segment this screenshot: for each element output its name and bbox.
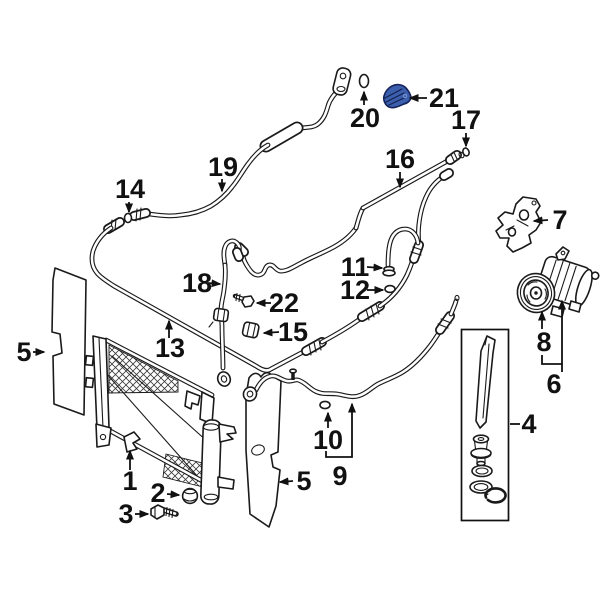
callout-4-label: 4 bbox=[521, 409, 536, 439]
callout-13-label: 13 bbox=[155, 333, 185, 363]
clip-15 bbox=[241, 321, 260, 339]
callout-21-label: 21 bbox=[429, 83, 459, 113]
tube-16-end-fitting bbox=[445, 150, 465, 165]
tube-19 bbox=[129, 67, 352, 222]
callout-3-label: 3 bbox=[118, 499, 133, 529]
leader-2 bbox=[166, 490, 181, 499]
o-ring-17 bbox=[462, 147, 470, 157]
bracket-7 bbox=[495, 196, 542, 253]
callout-15-label: 15 bbox=[278, 317, 308, 347]
condenser-tab-lower bbox=[217, 476, 235, 490]
highlighted-part-21[interactable] bbox=[382, 83, 412, 109]
leader-5-right bbox=[278, 477, 294, 486]
kit-blade bbox=[475, 335, 496, 429]
pipe-11 bbox=[382, 226, 421, 277]
o-ring-20 bbox=[358, 73, 370, 89]
callout-12-label: 12 bbox=[340, 275, 370, 305]
receiver-drier bbox=[200, 419, 222, 505]
leader-18 bbox=[207, 279, 222, 288]
o-ring-14 bbox=[123, 212, 133, 224]
hose-9-tip-ring bbox=[454, 294, 460, 302]
tube-13 bbox=[89, 217, 327, 373]
o-ring-12 bbox=[384, 284, 396, 294]
callout-leaders bbox=[33, 90, 566, 518]
kit-valve bbox=[470, 434, 492, 467]
bolt-3 bbox=[150, 504, 179, 520]
leader-9-bracket bbox=[325, 402, 356, 458]
leader-15 bbox=[262, 328, 280, 337]
grommet-2 bbox=[181, 487, 199, 505]
kit-snap-ring bbox=[484, 487, 507, 504]
kit-o-ring-large bbox=[469, 480, 493, 494]
leader-7 bbox=[532, 216, 549, 225]
callout-22-label: 22 bbox=[269, 288, 299, 318]
callout-9-label: 9 bbox=[332, 461, 347, 491]
callout-7-label: 7 bbox=[552, 205, 567, 235]
callout-5-left-label: 5 bbox=[16, 337, 31, 367]
condenser-tab-upper bbox=[218, 423, 237, 443]
condenser-foot bbox=[95, 423, 112, 448]
tube-19-fitting bbox=[129, 207, 151, 222]
compressor-top-fitting bbox=[555, 246, 570, 261]
callout-11-label: 11 bbox=[341, 252, 370, 282]
compressor-6 bbox=[516, 246, 600, 318]
callout-8-label: 8 bbox=[536, 327, 551, 357]
hose-crimp-b bbox=[409, 240, 424, 264]
hose-upper-cap bbox=[439, 168, 454, 181]
callout-14-label: 14 bbox=[115, 174, 145, 204]
condenser-corner-bracket bbox=[184, 390, 201, 410]
tube-18-clamp bbox=[212, 307, 230, 323]
hose-9-eyelet bbox=[242, 386, 258, 402]
callout-17-label: 17 bbox=[451, 105, 481, 135]
seal-panel-5-right bbox=[245, 371, 282, 528]
callout-1-label: 1 bbox=[122, 466, 137, 496]
callout-2-label: 2 bbox=[150, 478, 165, 508]
leader-11 bbox=[366, 263, 384, 272]
kit-box-4 bbox=[460, 328, 510, 522]
highlight-dimple bbox=[402, 93, 408, 99]
callout-6-label: 6 bbox=[546, 369, 561, 399]
hose-9-crimp bbox=[435, 311, 455, 335]
hose-9 bbox=[242, 294, 460, 402]
hose-assembly-11 bbox=[319, 168, 454, 345]
kit-o-ring-small bbox=[471, 464, 493, 478]
seal-panel-5-left bbox=[51, 267, 87, 416]
tube-19-flange bbox=[332, 67, 352, 96]
tube-16 bbox=[234, 150, 465, 278]
leader-6-bracket bbox=[541, 355, 563, 372]
tube-13-fitting-right bbox=[301, 337, 327, 356]
o-ring-10 bbox=[319, 400, 331, 410]
bolt-22 bbox=[232, 292, 255, 308]
callout-5-right-label: 5 bbox=[296, 466, 311, 496]
callout-20-label: 20 bbox=[350, 103, 380, 133]
compressor-lug-2 bbox=[568, 300, 582, 313]
hose-crimp-a bbox=[357, 301, 385, 322]
tube-18-eyelet bbox=[216, 371, 232, 387]
condenser-1 bbox=[84, 335, 237, 505]
tube-18 bbox=[208, 238, 244, 387]
callout-10-label: 10 bbox=[313, 425, 343, 455]
callout-18-label: 18 bbox=[182, 268, 212, 298]
hose-9-stud bbox=[288, 368, 297, 374]
clutch-pulley-8 bbox=[516, 272, 556, 314]
callout-labels: 21 20 17 16 19 14 7 11 12 18 22 15 13 5 … bbox=[16, 83, 567, 529]
callout-16-label: 16 bbox=[385, 144, 415, 174]
callout-19-label: 19 bbox=[208, 152, 238, 182]
